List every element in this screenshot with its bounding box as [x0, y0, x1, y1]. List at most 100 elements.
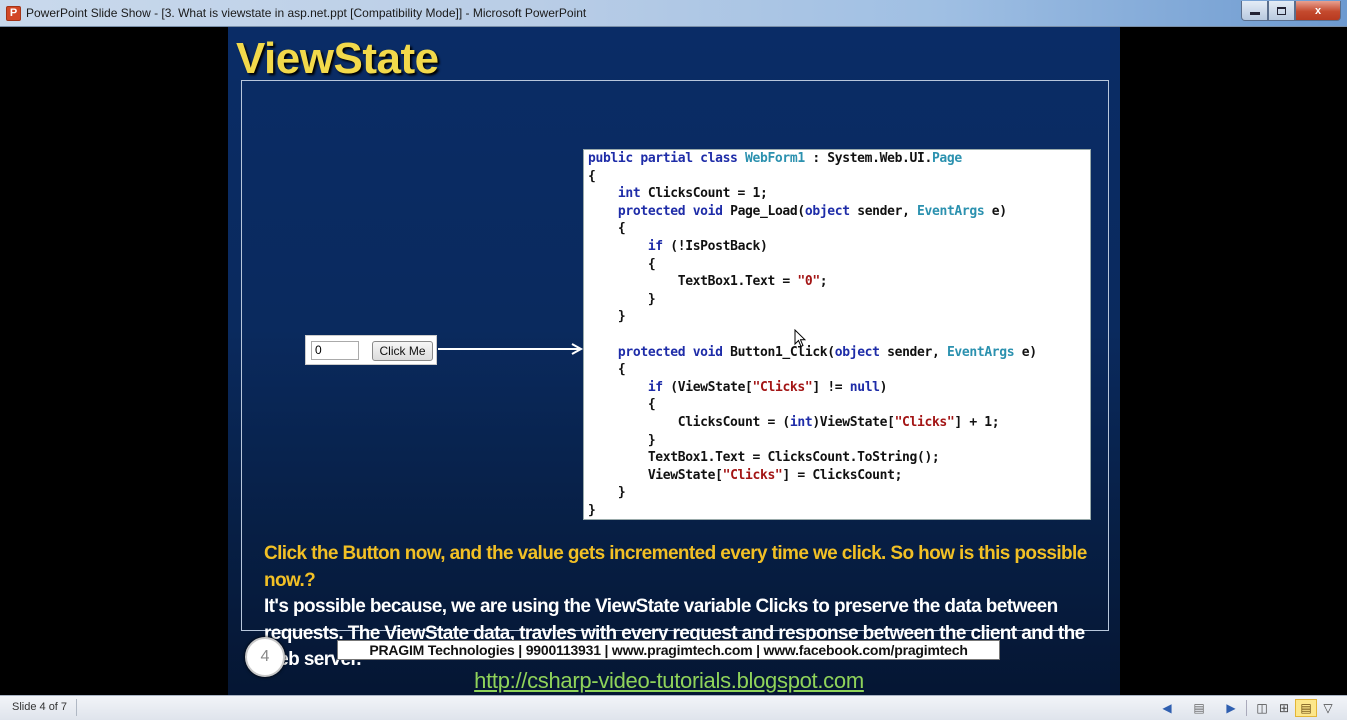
code-token — [588, 239, 648, 254]
question-text: Click the Button now, and the value gets… — [264, 543, 1087, 591]
code-line: { — [588, 256, 1090, 274]
code-token: if — [647, 379, 663, 395]
close-icon: x — [1314, 4, 1322, 17]
slide-indicator: Slide 4 of 7 — [12, 701, 68, 713]
demo-webform-screenshot: 0 Click Me — [305, 335, 437, 365]
code-token: Page_Load( — [722, 203, 805, 219]
slide-canvas[interactable]: ViewState public partial class WebForm1 … — [228, 27, 1120, 695]
code-token — [588, 186, 618, 201]
code-line: } — [588, 308, 1090, 326]
code-token: { — [588, 221, 626, 237]
code-token: } — [588, 309, 626, 325]
code-line: } — [588, 291, 1090, 309]
code-line: } — [588, 502, 1090, 520]
demo-textbox: 0 — [311, 341, 359, 360]
answer-text: It's possible because, we are using the … — [264, 596, 1085, 670]
code-line: } — [588, 432, 1090, 450]
code-token: Button1_Click( — [722, 344, 835, 360]
code-line: { — [588, 168, 1090, 186]
code-token: (ViewState[ — [662, 379, 753, 395]
slide-show-icon[interactable]: ▽ — [1323, 701, 1333, 715]
code-line: ViewState["Clicks"] = ClicksCount; — [588, 467, 1090, 485]
code-token: sender, — [849, 203, 918, 219]
arrow-right-icon — [438, 343, 584, 355]
window-title-bar: P PowerPoint Slide Show - [3. What is vi… — [0, 0, 1347, 27]
code-token: Page — [931, 151, 962, 166]
notes-menu-icon[interactable]: ▤ — [1193, 701, 1205, 715]
code-line: { — [588, 220, 1090, 238]
code-token: ClicksCount = ( — [588, 414, 791, 430]
code-token: e) — [1014, 344, 1037, 360]
status-bar: Slide 4 of 7 ◀ ▤ ▶ ◫ ⊞ ▤ ▽ — [0, 695, 1347, 720]
code-token — [588, 345, 618, 360]
code-line: ClicksCount = (int)ViewState["Clicks"] +… — [588, 414, 1090, 432]
code-token: )ViewState[ — [812, 414, 895, 430]
code-token: { — [588, 168, 596, 184]
content-frame: public partial class WebForm1 : System.W… — [241, 80, 1109, 670]
reading-view-icon[interactable]: ▤ — [1295, 699, 1317, 717]
normal-view-icon[interactable]: ◫ — [1256, 701, 1268, 715]
code-token: EventArgs — [917, 203, 985, 219]
code-token: ) — [879, 379, 888, 395]
window-title: PowerPoint Slide Show - [3. What is view… — [26, 6, 587, 20]
code-token: int — [789, 414, 813, 430]
code-token: "0" — [797, 274, 820, 290]
code-line: } — [588, 484, 1090, 502]
code-token: ; — [819, 274, 828, 290]
code-token — [588, 380, 648, 395]
code-token: ] != — [812, 379, 850, 395]
code-token: protected void — [617, 203, 723, 219]
code-token: } — [588, 485, 626, 501]
code-token: WebForm1 — [745, 151, 805, 166]
code-token: } — [588, 432, 656, 448]
slide-title: ViewState — [236, 34, 439, 83]
code-token: { — [588, 362, 626, 378]
window-controls: x — [1241, 1, 1341, 21]
code-token: } — [588, 502, 596, 518]
code-token: TextBox1.Text = — [588, 274, 798, 290]
code-line: TextBox1.Text = "0"; — [588, 273, 1090, 291]
slide-description: Click the Button now, and the value gets… — [264, 541, 1124, 674]
code-line: protected void Button1_Click(object send… — [588, 344, 1090, 362]
status-divider — [1246, 700, 1247, 716]
code-token: { — [588, 256, 656, 272]
demo-click-me-button: Click Me — [372, 341, 433, 361]
code-token: ] = ClicksCount; — [782, 467, 903, 483]
minimize-icon — [1249, 12, 1260, 15]
code-token: } — [588, 291, 656, 307]
close-button[interactable]: x — [1295, 1, 1341, 21]
code-token: e) — [984, 203, 1007, 219]
code-token: : System.Web.UI. — [804, 151, 932, 166]
code-line: public partial class WebForm1 : System.W… — [588, 150, 1090, 168]
code-token: protected void — [617, 344, 723, 360]
code-token: ] + 1; — [954, 414, 1000, 430]
code-token: public partial class — [588, 151, 746, 166]
slide-number-badge: 4 — [245, 637, 285, 677]
restore-button[interactable] — [1268, 1, 1295, 21]
code-token: object — [804, 203, 850, 219]
code-token: "Clicks" — [722, 467, 783, 483]
code-panel: public partial class WebForm1 : System.W… — [583, 149, 1091, 520]
code-token: (!IsPostBack) — [662, 238, 768, 254]
code-line: int ClicksCount = 1; — [588, 185, 1090, 203]
mouse-pointer-icon — [794, 329, 806, 348]
code-line — [588, 326, 1090, 344]
previous-slide-icon[interactable]: ◀ — [1162, 701, 1172, 715]
code-line: TextBox1.Text = ClicksCount.ToString(); — [588, 449, 1090, 467]
minimize-button[interactable] — [1241, 1, 1268, 21]
code-token: int — [617, 186, 641, 202]
status-divider — [76, 699, 77, 716]
code-line: { — [588, 396, 1090, 414]
code-line: if (!IsPostBack) — [588, 238, 1090, 256]
footer-contact-banner: PRAGIM Technologies | 9900113931 | www.p… — [337, 640, 1000, 660]
code-line: { — [588, 361, 1090, 379]
next-slide-icon[interactable]: ▶ — [1226, 701, 1236, 715]
code-token: object — [834, 344, 880, 360]
slide-sorter-icon[interactable]: ⊞ — [1278, 701, 1290, 715]
powerpoint-app-icon[interactable]: P — [6, 6, 21, 21]
code-line: protected void Page_Load(object sender, … — [588, 203, 1090, 221]
blog-link[interactable]: http://csharp-video-tutorials.blogspot.c… — [474, 668, 864, 693]
code-token: TextBox1.Text = ClicksCount.ToString(); — [588, 450, 940, 466]
code-token: { — [588, 397, 656, 413]
statusbar-controls: ◀ ▤ ▶ ◫ ⊞ ▤ ▽ — [1156, 699, 1339, 717]
